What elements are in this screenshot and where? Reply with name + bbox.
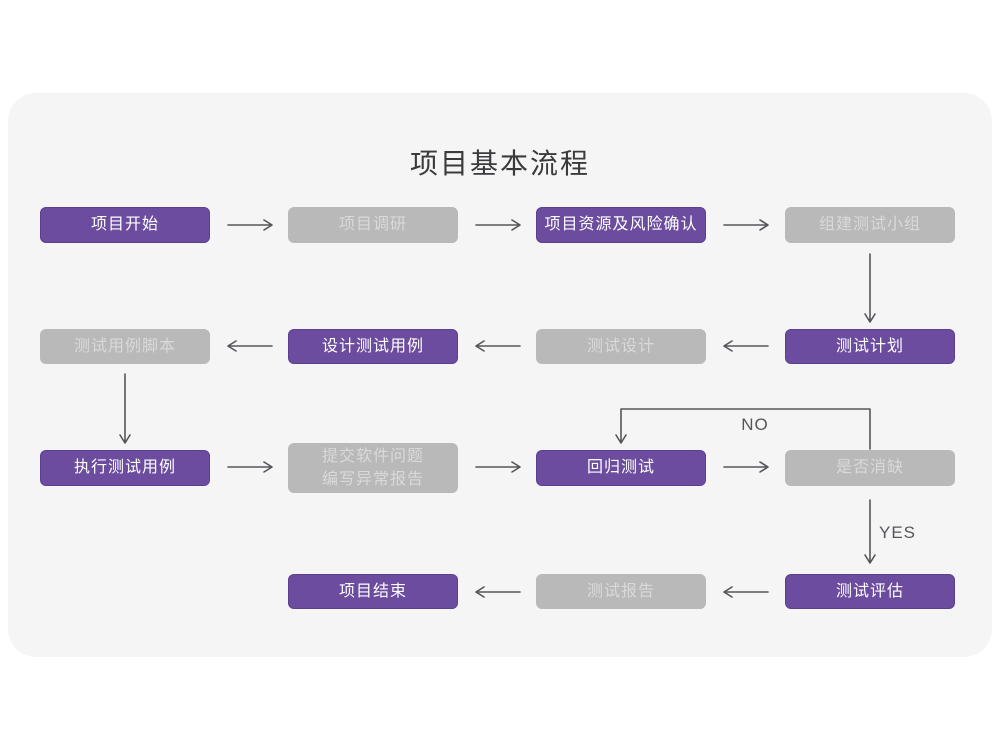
- node-case-script: 测试用例脚本: [40, 329, 210, 364]
- node-test-design: 测试设计: [536, 329, 706, 364]
- node-defect-cleared: 是否消缺: [785, 450, 955, 486]
- node-project-research: 项目调研: [288, 207, 458, 243]
- node-test-plan: 测试计划: [785, 329, 955, 364]
- diagram-title: 项目基本流程: [409, 148, 590, 179]
- edge-label-yes: YES: [879, 523, 917, 542]
- node-regression: 回归测试: [536, 450, 706, 486]
- node-design-case: 设计测试用例: [288, 329, 458, 364]
- node-project-end: 项目结束: [288, 574, 458, 609]
- node-execute-case: 执行测试用例: [40, 450, 210, 486]
- node-submit-issue: 提交软件问题 编写异常报告: [288, 443, 458, 493]
- node-project-start: 项目开始: [40, 207, 210, 243]
- node-build-team: 组建测试小组: [785, 207, 955, 243]
- node-test-report: 测试报告: [536, 574, 706, 609]
- edge-label-no: NO: [741, 415, 769, 434]
- flowchart-card: [8, 93, 992, 657]
- node-test-evaluate: 测试评估: [785, 574, 955, 609]
- node-resource-risk: 项目资源及风险确认: [536, 207, 706, 243]
